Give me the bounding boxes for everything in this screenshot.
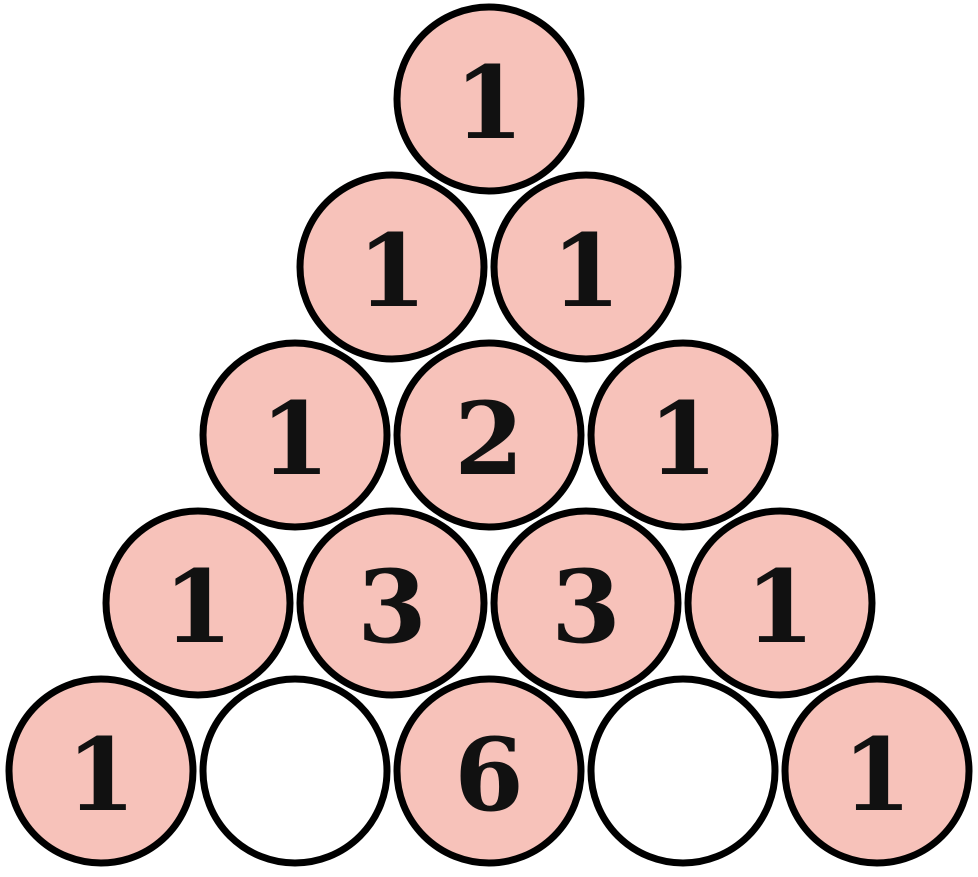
circle-number: 1	[163, 548, 233, 666]
circle-cell-r1-c1: 1	[393, 3, 585, 195]
filled-circle	[296, 507, 488, 699]
filled-circle	[393, 339, 585, 531]
circle-number: 1	[357, 212, 427, 330]
circle-number: 1	[745, 548, 815, 666]
circle-cell-r5-c3: 6	[393, 675, 585, 867]
filled-circle	[684, 507, 876, 699]
filled-circle	[393, 675, 585, 867]
filled-circle	[296, 171, 488, 363]
circle-number: 6	[454, 716, 524, 834]
empty-circle	[587, 675, 779, 867]
filled-circle	[490, 507, 682, 699]
circle-number: 1	[648, 380, 718, 498]
filled-circle	[199, 339, 391, 531]
circle-cell-r4-c3: 3	[490, 507, 682, 699]
circle-number: 1	[66, 716, 136, 834]
filled-circle	[781, 675, 973, 867]
circle-cell-r5-c5: 1	[781, 675, 973, 867]
circle-number: 1	[260, 380, 330, 498]
filled-circle	[587, 339, 779, 531]
filled-circle	[5, 675, 197, 867]
circle-cell-r4-c1: 1	[102, 507, 294, 699]
empty-circle	[199, 675, 391, 867]
filled-circle	[490, 171, 682, 363]
circle-cell-r4-c4: 1	[684, 507, 876, 699]
circle-cell-r3-c3: 1	[587, 339, 779, 531]
circle-cell-r2-c2: 1	[490, 171, 682, 363]
circle-number: 1	[551, 212, 621, 330]
circle-number: 1	[454, 44, 524, 162]
circle-cell-r5-c1: 1	[5, 675, 197, 867]
circle-cell-r3-c2: 2	[393, 339, 585, 531]
circle-cell-r5-c4	[587, 675, 779, 867]
circle-cell-r3-c1: 1	[199, 339, 391, 531]
circle-number: 3	[357, 548, 427, 666]
circle-cell-r4-c2: 3	[296, 507, 488, 699]
circle-number: 1	[842, 716, 912, 834]
circle-number: 2	[454, 380, 524, 498]
circle-number: 3	[551, 548, 621, 666]
filled-circle	[102, 507, 294, 699]
circle-cell-r5-c2	[199, 675, 391, 867]
filled-circle	[393, 3, 585, 195]
circle-cell-r2-c1: 1	[296, 171, 488, 363]
